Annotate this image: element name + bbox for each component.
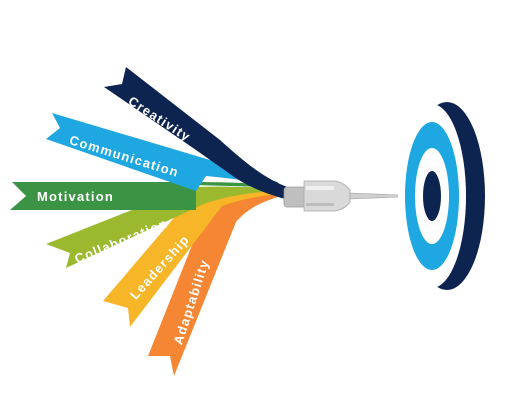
ribbon-communication-band bbox=[46, 113, 278, 191]
ribbon-motivation-band bbox=[10, 182, 278, 210]
dart-barrel bbox=[303, 180, 351, 212]
target-icon bbox=[398, 102, 485, 290]
ribbon-leadership-band bbox=[103, 191, 278, 327]
ribbon-adaptability-band bbox=[148, 194, 278, 376]
target-bullseye bbox=[423, 171, 441, 221]
ribbon-motivation: Motivation bbox=[10, 182, 278, 210]
ribbon-creativity-band bbox=[104, 67, 290, 200]
ribbon-motivation-label: Motivation bbox=[37, 189, 114, 204]
ribbon-adaptability: Adaptability bbox=[148, 194, 278, 376]
ribbon-collaboration-band bbox=[46, 186, 278, 268]
dart-icon bbox=[283, 180, 403, 212]
dart-collar bbox=[283, 186, 307, 208]
dart-needle bbox=[349, 192, 403, 200]
